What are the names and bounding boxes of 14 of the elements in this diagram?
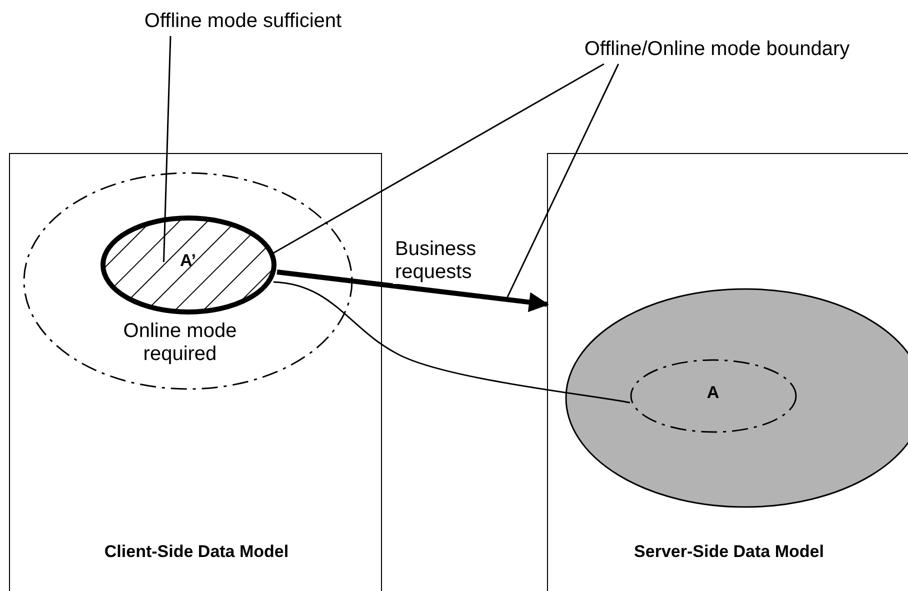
callout-label: Offline mode sufficient [143,10,343,33]
data-model-panel [9,153,382,591]
connector-line [273,281,630,404]
leader-line [506,64,620,298]
callout-label: Offline/Online mode boundary [583,38,851,61]
leader-line [271,63,604,255]
panel-title: Client-Side Data Model [103,542,290,562]
region-label: Online mode required [122,320,238,366]
leader-line [162,36,172,262]
region-label: A’ [178,250,198,270]
panel-title: Server-Side Data Model [633,542,825,562]
arrow [276,270,549,312]
region-label: A [706,382,720,402]
data-model-panel [547,153,908,591]
